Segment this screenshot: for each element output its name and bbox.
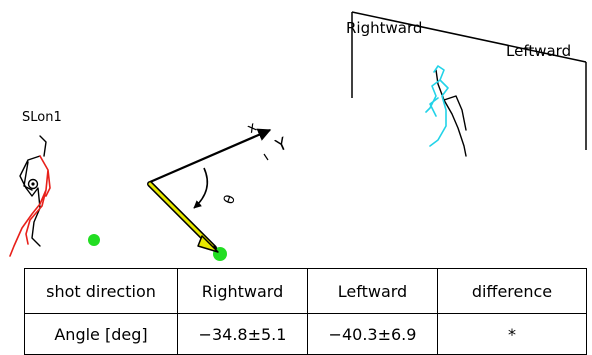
cell-leftward-angle: −40.3±6.9 [307, 313, 438, 355]
header-difference: difference [437, 268, 587, 314]
cell-difference: * [437, 313, 587, 355]
kicker-limbs-red [9, 155, 51, 257]
goal-leftward-label: Leftward [506, 42, 572, 60]
header-rightward: Rightward [177, 268, 308, 314]
results-table: shot direction Rightward Leftward differ… [24, 268, 587, 355]
kicker-figure [9, 135, 51, 257]
axis-y-label: Y [272, 134, 291, 157]
subject-label: SLon1 [22, 110, 62, 125]
axis-tick [263, 153, 269, 161]
header-shot-direction: shot direction [24, 268, 178, 314]
goalkeeper-limbs-cyan [425, 65, 449, 147]
goal-rightward-label: Rightward [346, 19, 423, 37]
goalkeeper-figure [425, 65, 467, 157]
header-leftward: Leftward [307, 268, 438, 314]
row-label-angle: Angle [deg] [24, 313, 178, 355]
cell-rightward-angle: −34.8±5.1 [177, 313, 308, 355]
kicker-body-black [19, 155, 41, 247]
table-header-row: shot direction Rightward Leftward differ… [24, 268, 587, 314]
kicker-head [39, 135, 47, 157]
axis-arrow [149, 128, 272, 184]
shot-direction-arrow [147, 181, 219, 253]
angle-arc [193, 167, 209, 209]
ball-start [88, 234, 100, 246]
goal-frame [351, 11, 587, 150]
table-row: Angle [deg] −34.8±5.1 −40.3±6.9 * [24, 313, 587, 355]
angle-theta-label: θ [221, 193, 239, 207]
goalkeeper-body [435, 69, 467, 157]
axis-x-label: x [245, 119, 260, 137]
